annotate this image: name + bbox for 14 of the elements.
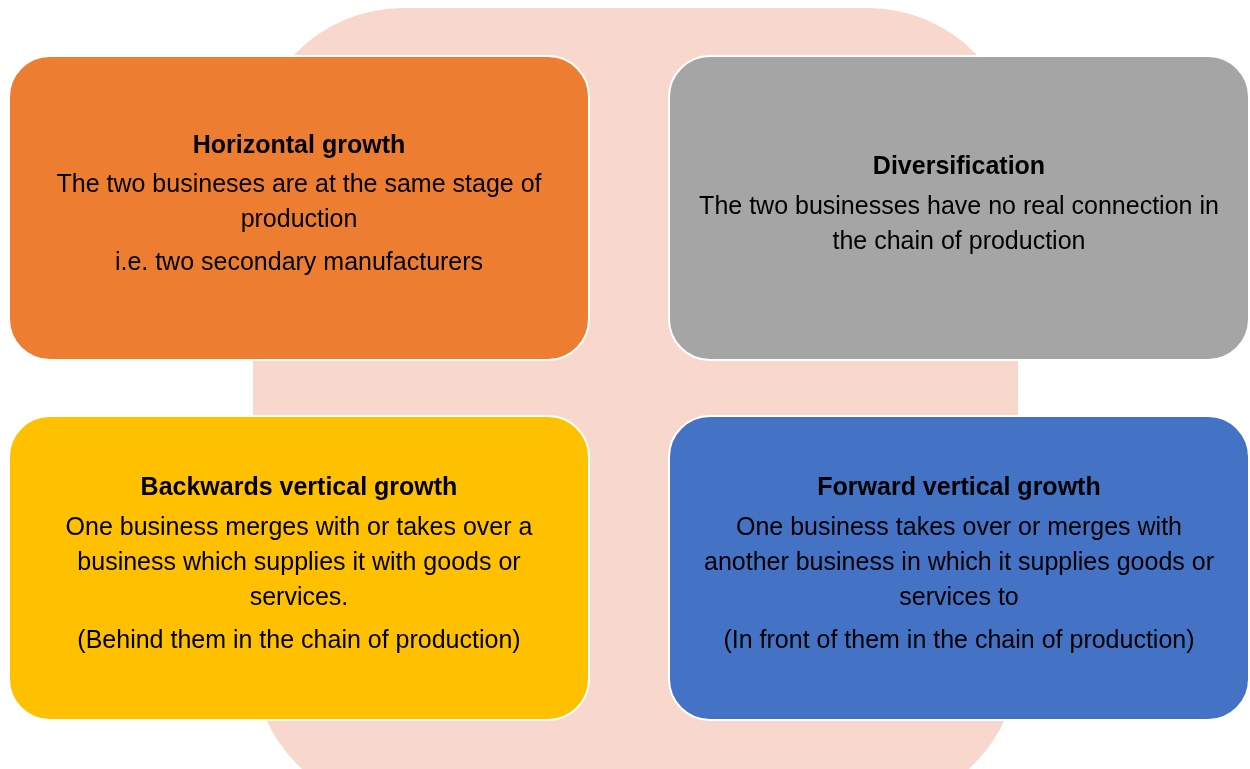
- card-text: (Behind them in the chain of production): [77, 623, 521, 655]
- category-card: [8, 415, 590, 721]
- card-text: One business merges with or takes over a business which supplies it with goods or services.: [64, 510, 534, 612]
- card-heading: Forward vertical growth: [817, 471, 1101, 503]
- category-card: [8, 55, 590, 361]
- card-text: i.e. two secondary manufacturers: [114, 246, 484, 278]
- category-card: [668, 415, 1250, 721]
- card-heading: Backwards vertical growth: [140, 471, 458, 503]
- card-text: One business takes over or merges with another business in which it supplies goods or services to: [703, 510, 1215, 612]
- card-heading: Horizontal growth: [192, 128, 406, 160]
- card-heading: Diversification: [872, 150, 1046, 182]
- card-text: (In front of them in the chain of production): [723, 623, 1195, 655]
- category-card: [668, 55, 1250, 361]
- card-text: The two businesses have no real connection in the chain of production: [698, 189, 1220, 256]
